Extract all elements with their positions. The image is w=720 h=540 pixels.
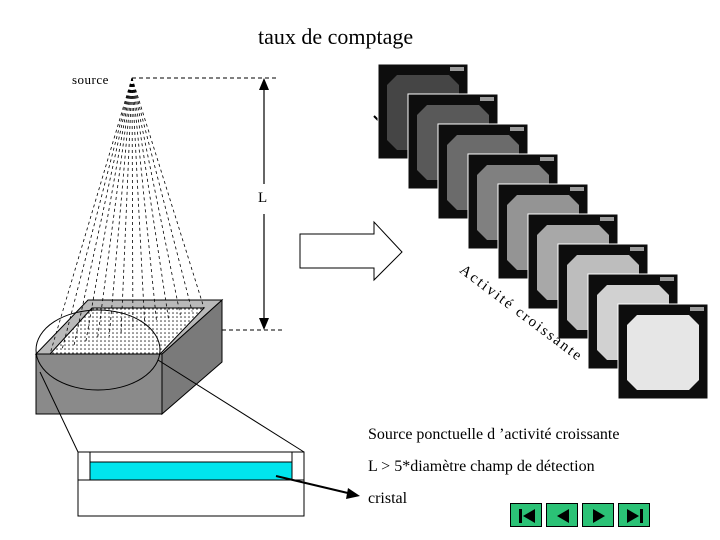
- ray-line: [131, 77, 134, 330]
- slide-navigation: [510, 503, 654, 527]
- previous-slide-button[interactable]: [546, 503, 578, 527]
- ray-line: [108, 77, 133, 337]
- ray-line: [120, 77, 133, 333]
- ray-cone: [49, 77, 205, 355]
- next-slide-button[interactable]: [582, 503, 614, 527]
- last-icon: [627, 509, 643, 523]
- last-slide-button[interactable]: [618, 503, 650, 527]
- frame-tag: [660, 277, 674, 281]
- frame-image: [627, 315, 699, 390]
- frame-tag: [540, 157, 554, 161]
- first-slide-button[interactable]: [510, 503, 542, 527]
- detector-block: [34, 298, 224, 416]
- zoom-line-left: [39, 371, 79, 453]
- zoom-line-right: [157, 359, 305, 453]
- next-icon: [593, 509, 605, 523]
- ray-line: [85, 77, 133, 344]
- caption-distance-rule: L > 5*diamètre champ de détection: [368, 458, 595, 475]
- crystal-pointer-arrow: [275, 475, 360, 499]
- ray-line: [131, 77, 146, 326]
- zoom-ellipse: [35, 309, 161, 391]
- scintigraphy-frame: [617, 303, 709, 400]
- ray-line: [61, 77, 133, 351]
- previous-icon: [557, 509, 569, 523]
- frame-tag: [480, 97, 494, 101]
- caption-point-source: Source ponctuelle d ’activité croissante: [368, 426, 620, 443]
- first-icon: [519, 509, 535, 523]
- frame-tag: [510, 127, 524, 131]
- frame-stack: [377, 63, 709, 400]
- transition-arrow: [299, 220, 403, 282]
- frame-tag: [600, 217, 614, 221]
- ray-line: [131, 77, 181, 316]
- ray-line: [73, 77, 133, 348]
- frame-tag: [690, 307, 704, 311]
- distance-arrow: [259, 78, 269, 330]
- ray-line: [131, 77, 193, 312]
- crystal-layer: [89, 461, 293, 481]
- frame-tag: [570, 187, 584, 191]
- caption-crystal: cristal: [368, 490, 408, 507]
- source-label: source: [72, 72, 109, 87]
- crystal-section: [77, 451, 305, 517]
- ray-line: [131, 77, 158, 323]
- frame-tag: [630, 247, 644, 251]
- ray-line: [131, 77, 169, 319]
- ray-line: [131, 77, 205, 309]
- frame-tag: [450, 67, 464, 71]
- ray-line: [96, 77, 133, 340]
- page-title: taux de comptage: [258, 24, 414, 49]
- distance-label: L: [258, 190, 268, 206]
